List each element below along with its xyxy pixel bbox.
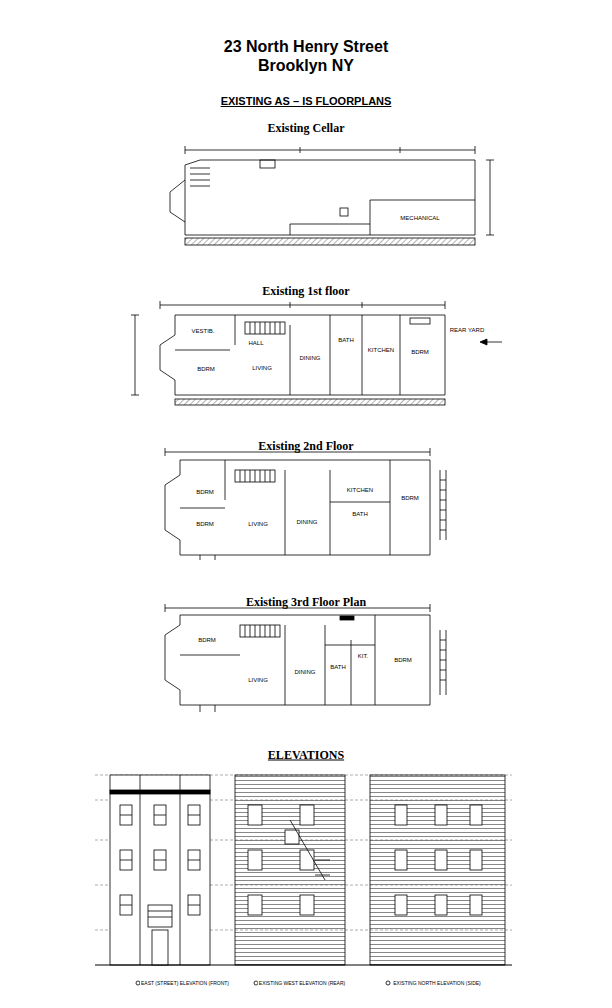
elevation-caption: EXISTING NORTH ELEVATION (SIDE) [392, 980, 482, 986]
plan-heading: Existing 1st floor [262, 284, 349, 299]
room-label: BATH [351, 511, 369, 518]
plan-heading: Existing 2nd Floor [258, 439, 353, 454]
room-label: BDRM [410, 349, 430, 356]
cellar-plan [170, 146, 494, 245]
room-label: VESTIB. [190, 328, 215, 335]
room-label: DINING [296, 519, 319, 526]
elevation-caption: EXISTING WEST ELEVATION (REAR) [258, 980, 346, 986]
room-label: DINING [294, 669, 317, 676]
section-heading: ELEVATIONS [268, 748, 344, 763]
room-label: KITCHEN [346, 487, 374, 494]
room-label: BDRM [195, 489, 215, 496]
page-title: 23 North Henry Street Brooklyn NY [206, 37, 406, 75]
room-label: HALL [247, 340, 264, 347]
room-label: KITCHEN [367, 347, 395, 354]
room-label: LIVING [247, 521, 269, 528]
room-label: BDRM [197, 637, 217, 644]
plan-heading: Existing Cellar [268, 121, 345, 136]
elevation-caption: EAST (STREET) ELEVATION (FRONT) [140, 980, 230, 986]
room-label: REAR YARD [449, 327, 485, 334]
elevations [95, 775, 512, 985]
third-floor-plan [165, 604, 446, 712]
room-label: BATH [337, 337, 355, 344]
room-label: DINING [299, 355, 322, 362]
plan-heading: Existing 3rd Floor Plan [246, 595, 366, 610]
room-label: BDRM [400, 495, 420, 502]
room-label: LIVING [251, 365, 273, 372]
room-label: MECHANICAL [399, 215, 440, 222]
room-label: BDRM [393, 657, 413, 664]
room-label: BDRM [195, 521, 215, 528]
room-label: LIVING [247, 677, 269, 684]
section-heading: EXISTING AS – IS FLOORPLANS [221, 95, 392, 107]
room-label: BATH [329, 664, 347, 671]
second-floor-plan [165, 448, 446, 560]
first-floor-plan [131, 301, 502, 405]
room-label: BDRM [196, 366, 216, 373]
room-label: KIT. [357, 653, 369, 660]
